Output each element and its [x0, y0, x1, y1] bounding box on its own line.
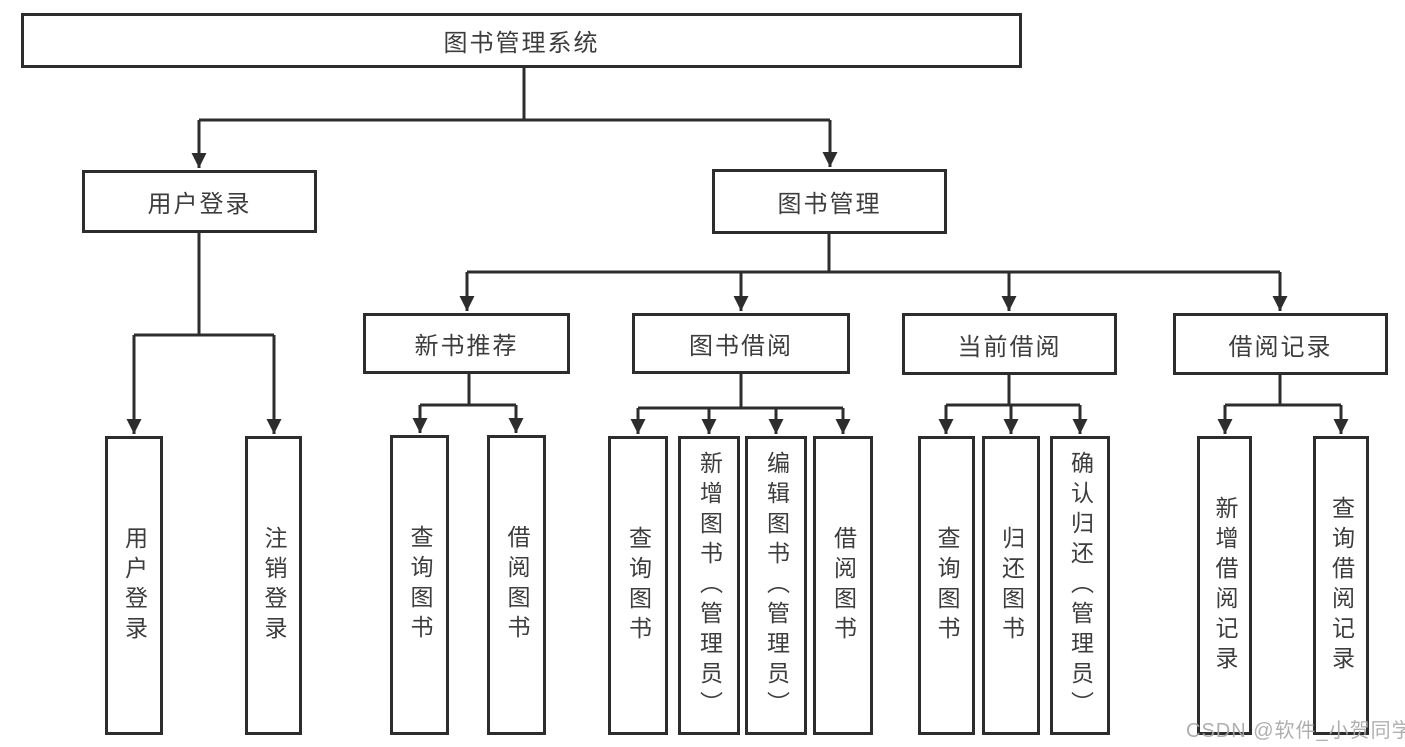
connector-nbr-trunk	[420, 374, 516, 407]
leaf-logout: 注销登录	[245, 436, 302, 735]
node-book-management: 图书管理	[712, 169, 947, 234]
node-current-borrowing: 当前借阅	[902, 313, 1117, 375]
leaf-user-login: 用户登录	[105, 436, 163, 735]
leaf-br-add-record: 新增借阅记录	[1197, 436, 1252, 735]
connector-cb-trunk	[946, 375, 1080, 407]
node-new-book-recommend: 新书推荐	[363, 313, 570, 374]
leaf-cb-query-books: 查询图书	[918, 436, 975, 735]
leaf-nbr-borrow-books: 借阅图书	[487, 435, 546, 735]
leaf-nbr-query-books: 查询图书	[390, 435, 449, 735]
node-book-borrowing: 图书借阅	[632, 313, 850, 374]
connector-userlogin-trunk	[134, 233, 274, 337]
csdn-watermark: CSDN @软件_小贺同学	[1186, 720, 1405, 742]
node-borrow-records: 借阅记录	[1173, 313, 1388, 375]
leaf-cb-return-books: 归还图书	[982, 436, 1040, 735]
connector-bb-trunk	[638, 374, 843, 410]
leaf-cb-confirm-return-admin: 确认归还（管理员）	[1050, 436, 1110, 735]
leaf-bb-edit-book-admin: 编辑图书（管理员）	[745, 436, 807, 735]
node-root: 图书管理系统	[21, 13, 1022, 68]
leaf-br-query-record: 查询借阅记录	[1313, 436, 1369, 735]
leaf-bb-add-book-admin: 新增图书（管理员）	[678, 436, 740, 735]
connector-br-trunk	[1225, 375, 1341, 407]
node-user-login: 用户登录	[82, 170, 317, 233]
leaf-bb-query-books: 查询图书	[608, 436, 668, 735]
leaf-bb-borrow-books: 借阅图书	[813, 436, 873, 735]
